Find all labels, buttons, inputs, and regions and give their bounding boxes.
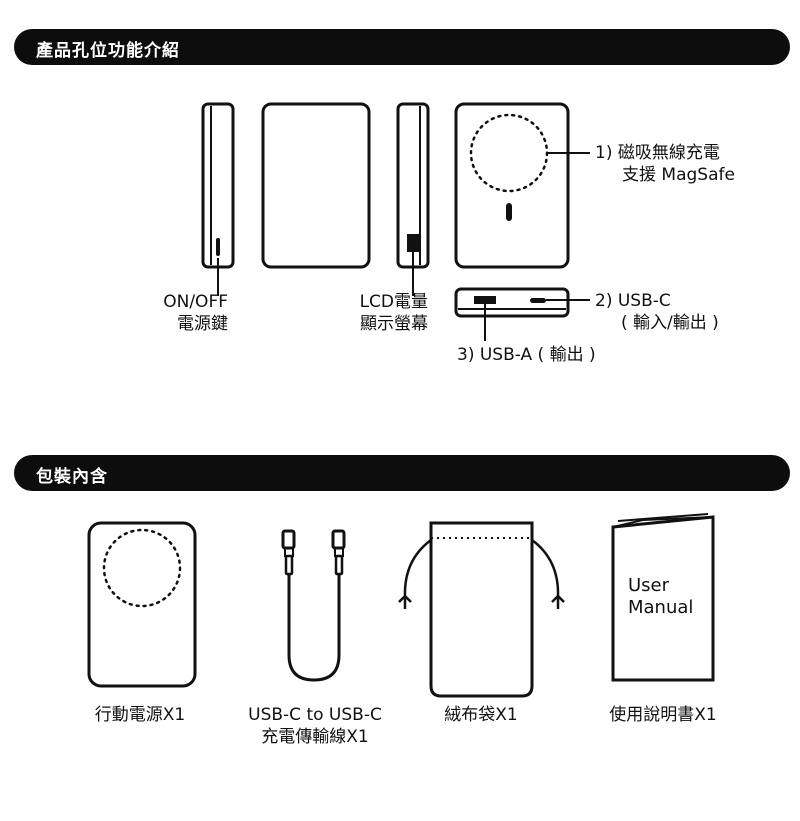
manual-cover-line2: Manual bbox=[628, 597, 694, 618]
cable-item-label-line1: USB-C to USB-C bbox=[248, 705, 382, 725]
cable-item-label: USB-C to USB-C 充電傳輸線X1 bbox=[230, 704, 400, 748]
manual-cover-line1: User bbox=[628, 575, 670, 596]
ports-section-title: 產品孔位功能介紹 bbox=[36, 41, 180, 61]
pouch-item-label: 絨布袋X1 bbox=[444, 705, 518, 725]
lcd-label-line1: LCD電量 bbox=[359, 292, 428, 312]
package-cable-illustration bbox=[281, 529, 346, 682]
usbc-label-line2: ( 輸入/輸出 ) bbox=[621, 313, 719, 333]
ports-section-banner: 產品孔位功能介紹 bbox=[14, 29, 790, 65]
power-button-label-line1: ON/OFF bbox=[163, 292, 228, 312]
usba-label: 3) USB-A ( 輸出 ) bbox=[457, 345, 596, 365]
side-view-power bbox=[201, 102, 235, 296]
front-view bbox=[261, 102, 371, 269]
side-view-lcd bbox=[396, 102, 430, 296]
lcd-label-line2: 顯示螢幕 bbox=[360, 314, 428, 334]
package-section-banner: 包裝內含 bbox=[14, 455, 790, 491]
usb-c-port-icon bbox=[530, 298, 546, 303]
magsafe-label-line1: 1) 磁吸無線充電 bbox=[595, 143, 720, 163]
back-view-magsafe bbox=[454, 102, 590, 269]
cable-item-label-line2: 充電傳輸線X1 bbox=[261, 727, 369, 747]
power-button-label: ON/OFF 電源鍵 bbox=[120, 291, 228, 335]
package-section-title: 包裝內含 bbox=[36, 467, 108, 487]
package-pouch-illustration bbox=[398, 521, 565, 698]
magsafe-label: 1) 磁吸無線充電 支援 MagSafe bbox=[595, 142, 735, 186]
magsafe-ring-icon bbox=[102, 528, 182, 608]
power-button-label-line2: 電源鍵 bbox=[177, 314, 228, 334]
manual-cover-text: User Manual bbox=[628, 575, 693, 619]
bottom-view-ports bbox=[454, 287, 590, 341]
usbc-label-line1: 2) USB-C bbox=[595, 291, 671, 311]
package-manual-illustration bbox=[611, 513, 715, 682]
magsafe-label-line2: 支援 MagSafe bbox=[622, 165, 735, 185]
powerbank-item-label: 行動電源X1 bbox=[94, 705, 186, 725]
lcd-screen-mark bbox=[407, 234, 419, 252]
usb-a-port-icon bbox=[474, 296, 496, 304]
power-button-mark bbox=[216, 238, 220, 256]
package-powerbank-illustration bbox=[87, 521, 197, 688]
lcd-label: LCD電量 顯示螢幕 bbox=[316, 291, 428, 335]
usbc-label: 2) USB-C ( 輸入/輸出 ) bbox=[595, 290, 719, 334]
manual-item-label: 使用說明書X1 bbox=[609, 705, 717, 725]
magsafe-ring-icon bbox=[469, 113, 549, 193]
